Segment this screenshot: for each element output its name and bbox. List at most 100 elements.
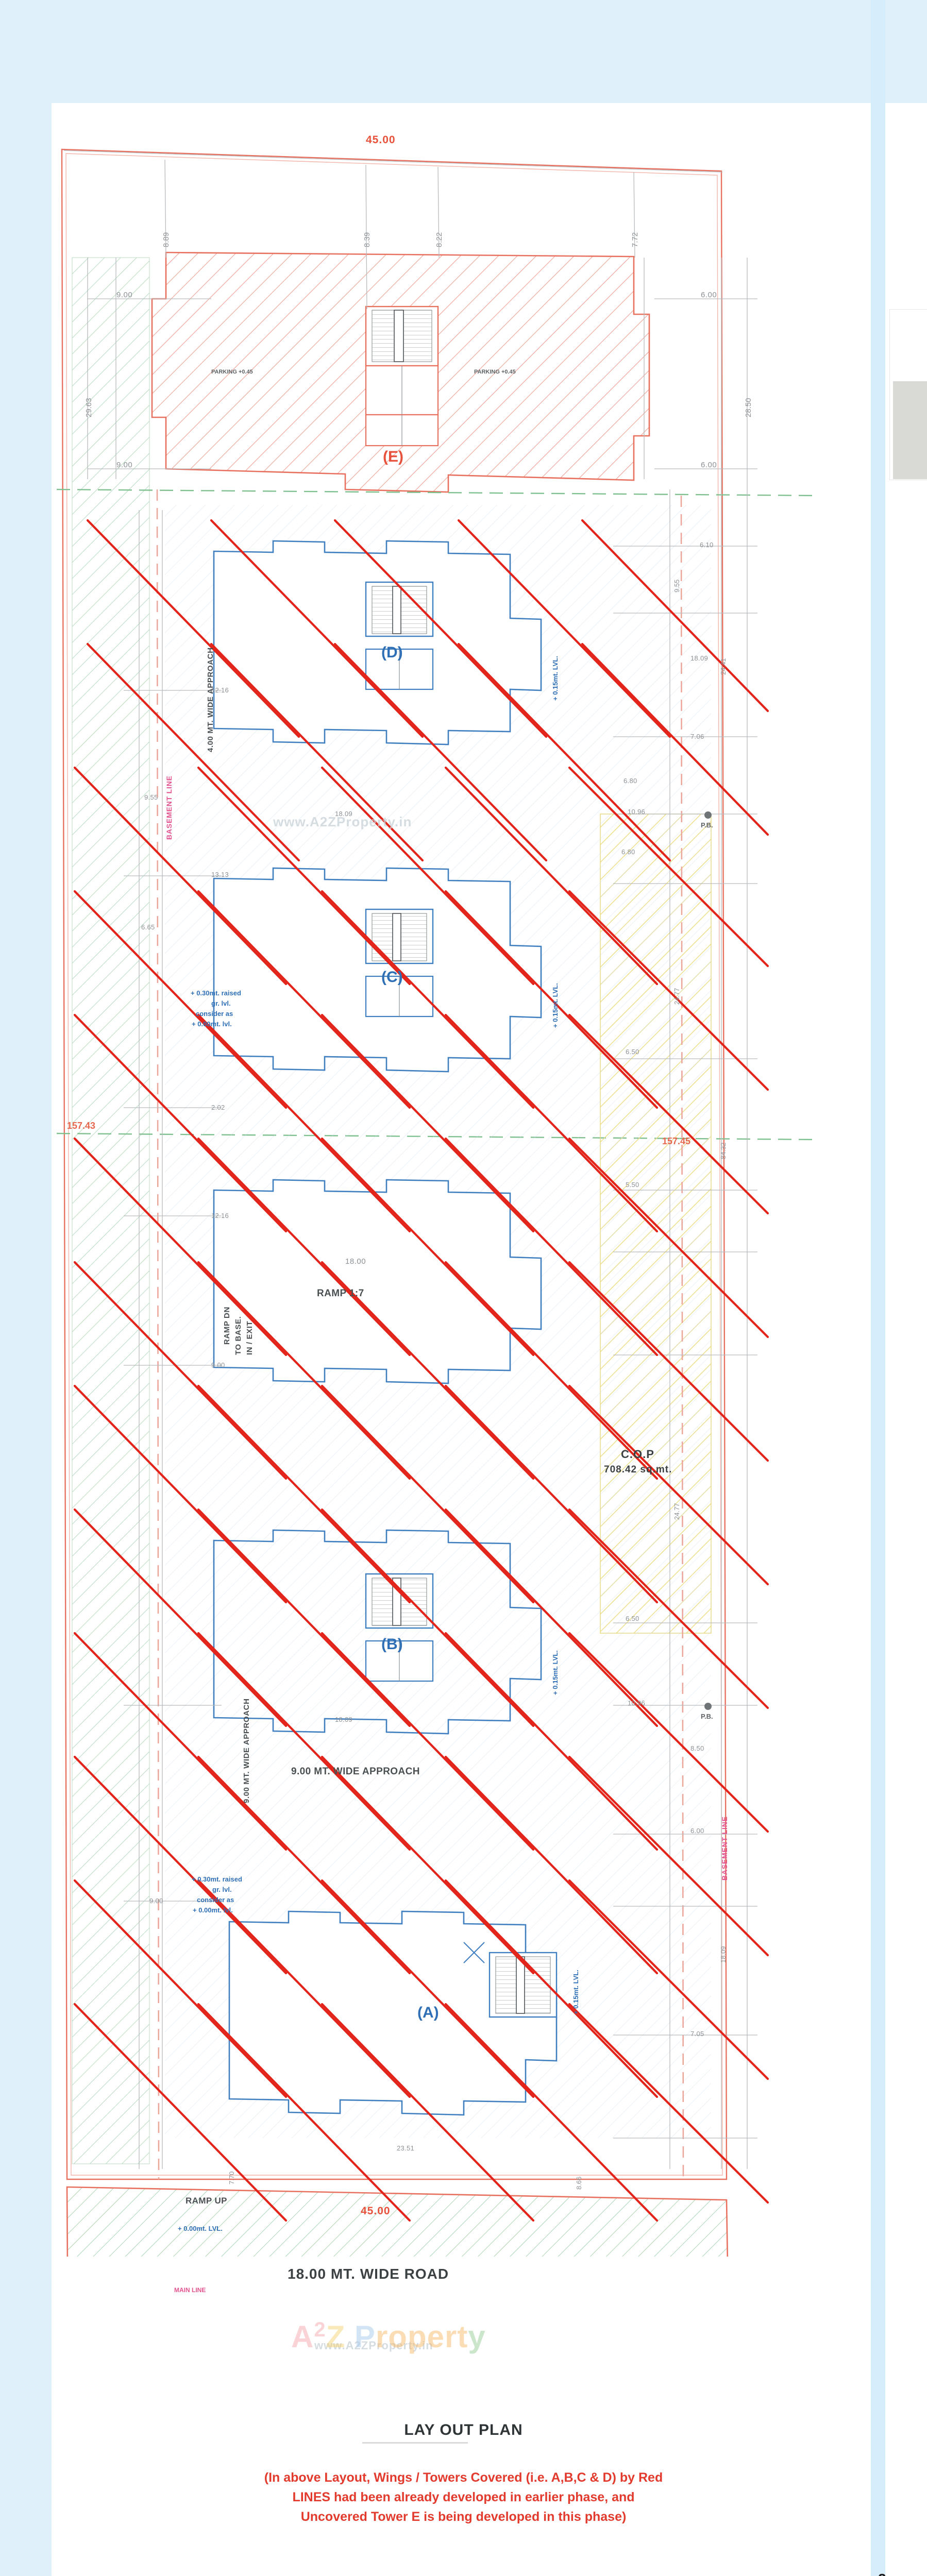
dim-mid-lower: 18.09 [335, 1716, 353, 1723]
dim-left-top-setback: 9.00 [116, 291, 133, 299]
dim-right-d: 24.41 [719, 658, 727, 675]
plan-vector-graphics [57, 148, 819, 2257]
dim-left-6: 12.16 [211, 1212, 229, 1219]
road-label: 18.00 MT. WIDE ROAD [288, 2266, 449, 2282]
dim-right-j: 84.32 [719, 1142, 727, 1159]
caption-block: (In above Layout, Wings / Towers Covered… [0, 2468, 927, 2527]
dim-right-setback-e-bottom: 6.00 [701, 461, 717, 469]
ramp-up-label: RAMP UP [186, 2196, 227, 2206]
title-underline [362, 2442, 468, 2444]
dim-right-h: 6.80 [621, 848, 635, 856]
dim-right-q: 6.00 [690, 1827, 704, 1835]
ramp-level-label: + 0.00mt. LVL. [178, 2225, 223, 2232]
top-margin-band [0, 0, 927, 103]
dim-right-top-setback: 6.00 [701, 291, 717, 299]
raised-note-2-top: gr. lvl. [211, 999, 231, 1007]
dim-right-k: 6.50 [626, 1048, 639, 1056]
tower-tag-a: (A) [417, 2004, 439, 2021]
raised-note-4-bottom: + 0.00mt. lvl. [193, 1906, 233, 1914]
watermark-brand-p1: P [354, 2319, 376, 2354]
right-side-panel-thumbnail [893, 381, 927, 479]
watermark-brand-p3: y [468, 2319, 486, 2354]
dim-left-3: 9.55 [144, 793, 158, 801]
dim-right-r: 18.09 [719, 1946, 727, 1963]
dim-right-i: 24.77 [673, 988, 681, 1005]
dim-bottom-width: 45.00 [361, 2205, 391, 2217]
raised-note-3-top: consider as [196, 1010, 233, 1018]
tower-tag-e: (E) [383, 448, 403, 465]
left-margin-band [0, 0, 52, 2576]
cop-area: 708.42 sq.mt. [604, 1464, 672, 1475]
dim-overall-right: 157.45 [662, 1136, 691, 1146]
dim-right-l: 5.50 [626, 1181, 639, 1189]
dim-left-depth-e: 29.63 [85, 398, 93, 417]
page-title: LAY OUT PLAN [404, 2421, 523, 2438]
watermark-brand-2: 2 [314, 2318, 326, 2341]
dim-right-n: 6.50 [626, 1615, 639, 1622]
watermark-brand: A2Z Property [291, 2318, 486, 2354]
dim-right-g: 10.96 [628, 808, 646, 816]
raised-note-1-top: + 0.30mt. raised [191, 989, 241, 997]
ramp-in-exit-label: IN / EXIT [245, 1320, 254, 1355]
caption-line-1: (In above Layout, Wings / Towers Covered… [264, 2470, 663, 2485]
watermark-url-bottom: www.A2ZProperty.in [314, 2339, 433, 2352]
dim-left-setback-e-bottom: 9.00 [116, 461, 133, 469]
dim-ramp-width: 18.00 [345, 1257, 366, 1266]
dim-right-b: 6.10 [700, 541, 714, 549]
dim-right-c: 18.09 [690, 654, 709, 662]
dim-mid-upper: 18.09 [335, 810, 353, 818]
dim-left-1: 12.16 [211, 686, 229, 694]
tower-tag-d: (D) [381, 644, 403, 661]
raised-note-1-bottom: + 0.30mt. raised [192, 1875, 242, 1883]
dim-bottom-7-70: 7.70 [228, 2171, 235, 2184]
approach-9m-horizontal-label: 9.00 MT. WIDE APPROACH [291, 1766, 420, 1777]
dim-top-offset-1: 8.89 [162, 232, 171, 247]
cop-label: C.O.P [621, 1448, 654, 1461]
ramp-slope-label: RAMP 1:7 [317, 1288, 364, 1299]
page-number: 2 [878, 2571, 886, 2576]
dim-top-offset-4: 7.72 [631, 232, 639, 247]
dim-left-2: 13.13 [211, 871, 229, 878]
dim-right-o: 10.96 [628, 1699, 646, 1707]
caption-line-2: LINES had been already developed in earl… [292, 2490, 635, 2504]
ramp-to-base-label: TO BASE. [234, 1316, 243, 1355]
pb-label-lower: P.B. [701, 1713, 713, 1720]
right-margin-band [871, 0, 885, 2576]
raised-note-2-bottom: gr. lvl. [212, 1886, 232, 1893]
dim-right-depth-e: 28.50 [744, 398, 753, 417]
level-note-c: + 0.15mt. LVL. [551, 983, 559, 1028]
watermark-url: www.A2ZProperty.in [273, 814, 412, 829]
level-note-b: + 0.15mt. LVL. [551, 1650, 559, 1695]
caption-line-3: Uncovered Tower E is being developed in … [300, 2510, 627, 2524]
approach-9m-vertical-label: 9.00 MT. WIDE APPROACH [242, 1698, 251, 1803]
dim-left-4: 6.65 [141, 923, 155, 931]
dim-top-width: 45.00 [366, 134, 396, 146]
dim-right-s: 7.05 [690, 2030, 704, 2038]
dim-overall-left: 157.43 [67, 1121, 96, 1131]
watermark-brand-a: A [291, 2319, 314, 2354]
dim-right-a: 9.55 [673, 579, 681, 592]
dim-left-7: 9.00 [211, 1361, 225, 1369]
dim-top-offset-3: 8.22 [435, 232, 444, 247]
dim-right-m: 24.77 [673, 1503, 681, 1520]
dim-left-5: 2.02 [211, 1104, 225, 1111]
dim-bottom-8-66: 8.66 [575, 2176, 583, 2190]
dim-bottom-23: 23.51 [397, 2144, 415, 2152]
basement-line-label-right: BASEMENT LINE [720, 1816, 729, 1880]
approach-4m-label: 4.00 MT. WIDE APPROACH [206, 647, 215, 752]
dim-top-offset-2: 8.39 [363, 232, 372, 247]
label-parking-left: PARKING +0.45 [211, 369, 253, 375]
dim-right-f: 6.80 [623, 777, 637, 785]
dim-right-p: 8.50 [690, 1744, 704, 1752]
tower-tag-b: (B) [381, 1636, 403, 1653]
raised-note-4-top: + 0.00mt. lvl. [192, 1020, 232, 1028]
ramp-dn-label: RAMP DN [223, 1307, 231, 1345]
dim-left-8: 9.00 [149, 1897, 163, 1905]
layout-plan-drawing: 45.00 8.89 8.39 8.22 7.72 9.00 6.00 9.00… [57, 129, 819, 2354]
level-note-d: + 0.15mt. LVL. [551, 656, 559, 701]
basement-line-label-left: BASEMENT LINE [165, 775, 173, 840]
tower-tag-c: (C) [381, 969, 403, 986]
pb-label-upper: P.B. [701, 821, 713, 829]
main-line-label: MAIN LINE [174, 2286, 206, 2294]
